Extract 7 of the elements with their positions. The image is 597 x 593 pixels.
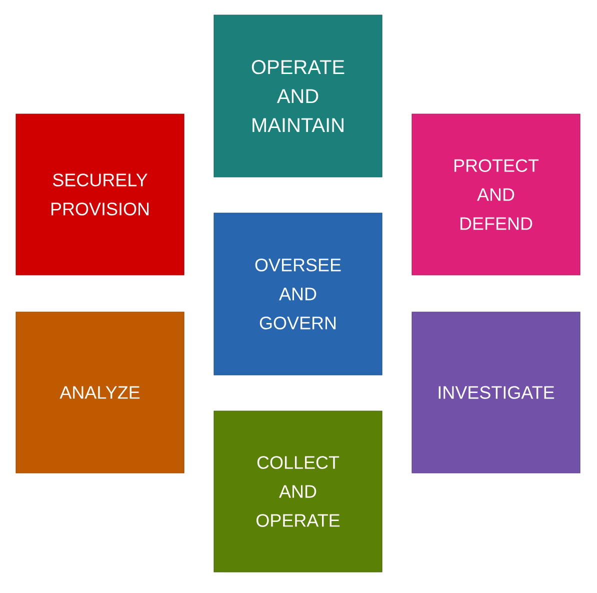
category-box: COLLECT AND OPERATE [214,410,382,572]
category-box: SECURELY PROVISION [16,114,184,276]
category-box: PROTECT AND DEFEND [412,114,580,276]
category-box: OVERSEE AND GOVERN [214,212,382,376]
category-box: INVESTIGATE [412,312,580,474]
category-box: OPERATE AND MAINTAIN [214,14,382,178]
category-box: ANALYZE [16,312,184,474]
